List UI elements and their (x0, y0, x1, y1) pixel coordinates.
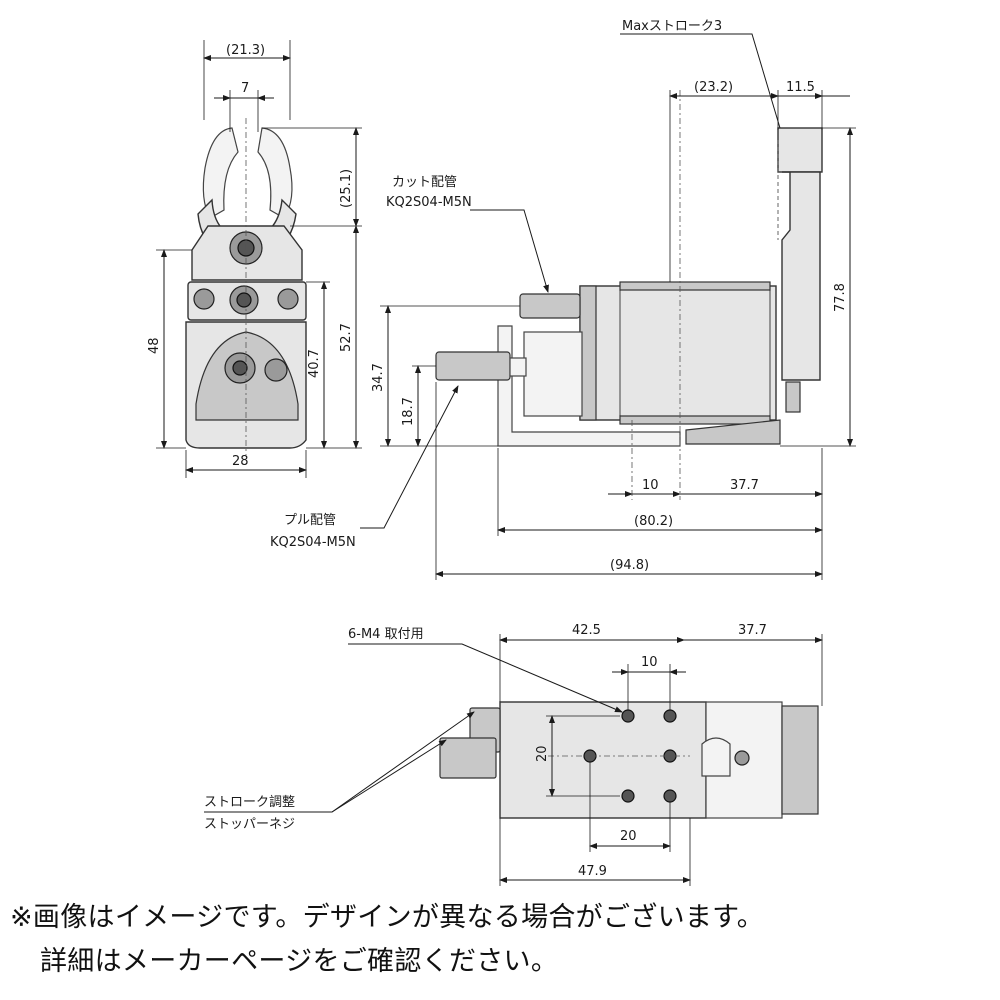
top-view: 42.5 37.7 10 20 20 47.9 6-M4 取付用 ストローク調整… (204, 623, 823, 886)
max-stroke-label: Maxストローク3 (622, 19, 722, 34)
dim-front-height-40-7: 40.7 (307, 349, 322, 378)
stroke-adjust-line2: ストッパーネジ (204, 817, 295, 832)
dim-side-height-34-7: 34.7 (371, 363, 386, 392)
dim-side-top-11-5: 11.5 (786, 80, 815, 95)
dim-side-height-77-8: 77.8 (833, 283, 848, 312)
pull-piping-part: KQ2S04-M5N (270, 535, 356, 550)
dim-front-base-width: 28 (232, 454, 249, 469)
dim-side-total-80-2: (80.2) (634, 514, 673, 529)
mount-holes-label: 6-M4 取付用 (348, 627, 424, 642)
disclaimer-line-1: ※画像はイメージです。デザインが異なる場合がございます。 (10, 902, 765, 933)
front-view: (21.3) 7 (25.1) 48 40.7 52.7 28 (147, 40, 362, 478)
side-view: (23.2) 11.5 Maxストローク3 77.8 34.7 18.7 カット… (270, 19, 856, 580)
stroke-adjust-line1: ストローク調整 (204, 795, 295, 810)
dim-side-total-94-8: (94.8) (610, 558, 649, 573)
pull-piping-label: プル配管 (284, 513, 336, 528)
dim-top-20-horizontal: 20 (620, 829, 637, 844)
dim-side-bottom-37-7: 37.7 (730, 478, 759, 493)
cut-piping-part: KQ2S04-M5N (386, 195, 472, 210)
dim-top-42-5: 42.5 (572, 623, 601, 638)
dim-front-height-48: 48 (147, 337, 162, 354)
disclaimer-note: ※画像はイメージです。デザインが異なる場合がございます。 詳細はメーカーページを… (10, 896, 990, 984)
cut-piping-label: カット配管 (392, 175, 457, 190)
dim-jaw-height: (25.1) (339, 169, 354, 208)
disclaimer-line-2: 詳細はメーカーページをご確認ください。 (40, 946, 559, 977)
dim-top-47-9: 47.9 (578, 864, 607, 879)
dim-jaw-gap: 7 (241, 81, 249, 96)
dim-top-10: 10 (641, 655, 658, 670)
dim-side-bottom-10: 10 (642, 478, 659, 493)
dim-top-20-vertical: 20 (535, 745, 550, 762)
dim-top-37-7: 37.7 (738, 623, 767, 638)
dim-front-width-top: (21.3) (226, 43, 265, 58)
dim-front-height-52-7: 52.7 (339, 323, 354, 352)
dim-side-top-23-2: (23.2) (694, 80, 733, 95)
dim-side-height-18-7: 18.7 (401, 397, 416, 426)
